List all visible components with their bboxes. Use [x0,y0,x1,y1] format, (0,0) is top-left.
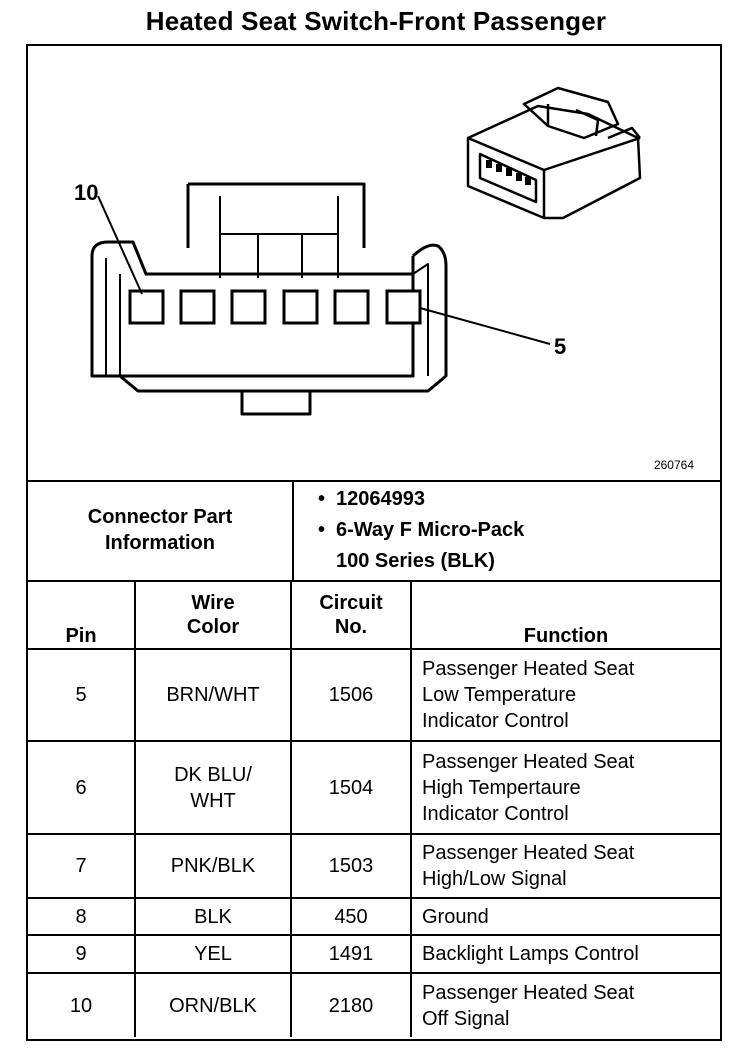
pin-cavities [128,289,422,325]
circuit-cell: 1506 [290,648,412,742]
part-number: •12064993 [318,487,425,510]
connector-type: •6-Way F Micro-Pack [318,518,525,541]
pin-table-header: Pin Wire Color Circuit No. Function [28,580,720,650]
circuit-cell: 2180 [290,972,412,1037]
housing-left-shoulder [90,240,413,276]
pin-cell: 10 [28,972,136,1037]
connector-info-table: Connector Part Information •12064993 •6-… [28,480,720,582]
header-pin: Pin [28,580,136,650]
callout-10-label: 10 [74,180,99,205]
header-circuit-no: Circuit No. [290,580,412,650]
connector-info-label: Connector Part Information [28,480,294,582]
housing-right-latch [119,243,448,393]
header-wire-color: Wire Color [134,580,292,650]
locking-tab-outline [186,182,366,248]
wire-color-cell: ORN/BLK [134,972,292,1037]
pin-cell: 6 [28,740,136,835]
pin-cell: 8 [28,897,136,936]
connector-series: 100 Series (BLK) [336,549,495,572]
connector-3d-pins [486,160,531,185]
housing-left-wall [105,258,121,376]
callout-10-leader [97,195,143,295]
pin-cell: 5 [28,648,136,742]
connector-3d-view [466,86,642,220]
pin-cavity-5 [385,289,422,325]
function-cell: Backlight Lamps Control [410,934,720,974]
pin-cavity-8 [230,289,267,325]
pin-cavity-9 [179,289,216,325]
circuit-cell: 1503 [290,833,412,899]
connector-illustration [90,86,642,416]
callout-5-leader [419,307,551,345]
bottom-key [240,391,312,416]
circuit-cell: 1491 [290,934,412,974]
connector-info-values: •12064993 •6-Way F Micro-Pack 100 Series… [293,480,720,582]
wire-color-cell: YEL [134,934,292,974]
wire-color-cell: BLK [134,897,292,936]
pin-cell: 9 [28,934,136,974]
page-title: Heated Seat Switch-Front Passenger [145,6,607,36]
connector-diagram: 10 5 260764 [28,46,720,482]
wire-color-cell: BRN/WHT [134,648,292,742]
circuit-cell: 450 [290,897,412,936]
header-function: Function [410,580,720,650]
pin-cavity-7 [282,289,319,325]
function-cell: Ground [410,897,720,936]
figure-id: 260764 [653,458,694,472]
wire-color-cell: DK BLU/WHT [134,740,292,835]
pin-cell: 7 [28,833,136,899]
pin-cavity-10 [128,289,165,325]
connector-sheet: 10 5 260764 Connector Part Information •… [26,44,722,1041]
locking-tab-ribs [219,234,339,278]
pin-cavity-6 [333,289,370,325]
circuit-cell: 1504 [290,740,412,835]
wire-color-cell: PNK/BLK [134,833,292,899]
housing-right-edge [412,263,429,376]
callout-5-label: 5 [554,334,567,359]
locking-tab-inner [219,196,339,235]
